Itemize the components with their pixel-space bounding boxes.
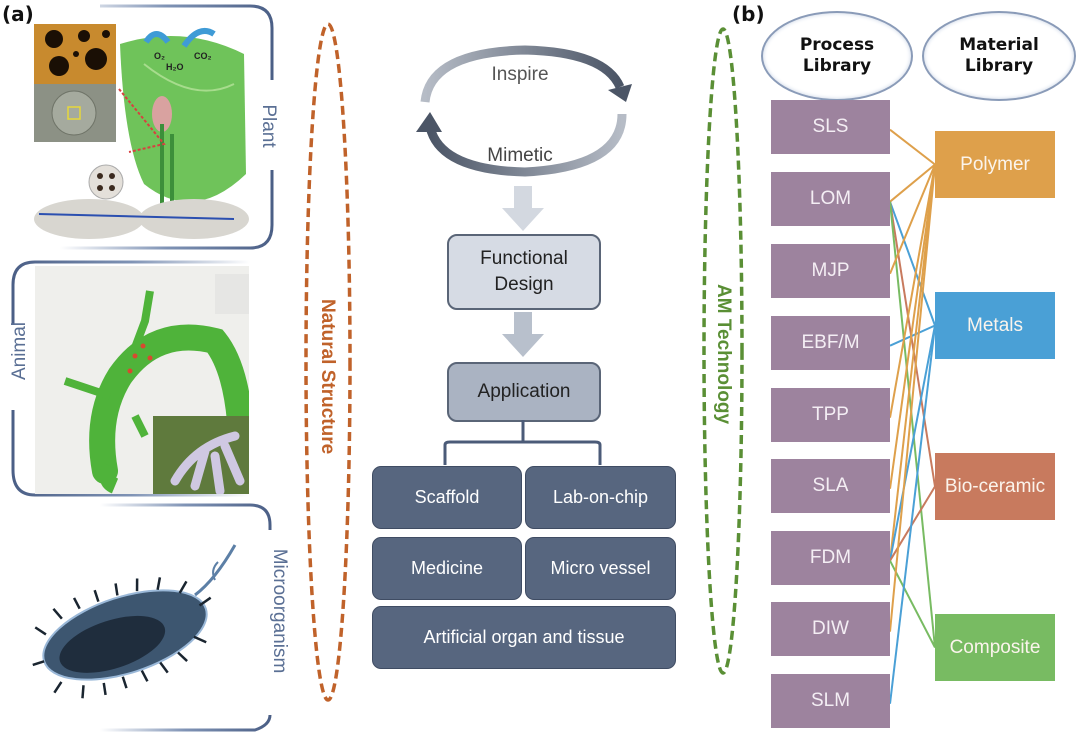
process-mjp: MJP bbox=[771, 244, 890, 298]
connection-lom-bio-ceramic bbox=[889, 201, 936, 487]
application-scaffold: Scaffold bbox=[372, 466, 522, 529]
functional-design-box: Functional Design bbox=[447, 234, 601, 310]
inspire-mimetic-cycle bbox=[416, 45, 632, 177]
connection-ebf-m-metals bbox=[889, 324, 936, 347]
microorganism-bracket bbox=[100, 503, 272, 732]
application-medicine: Medicine bbox=[372, 537, 522, 600]
gecko-illustration bbox=[35, 266, 249, 494]
process-diw: DIW bbox=[771, 602, 890, 656]
process-fdm: FDM bbox=[771, 531, 890, 585]
category-brackets bbox=[11, 4, 274, 732]
panel-a-label: (a) bbox=[2, 2, 34, 26]
process-lom: LOM bbox=[771, 172, 890, 226]
down-arrow-icon bbox=[502, 186, 544, 231]
animal-bracket bbox=[11, 260, 250, 497]
mimetic-label: Mimetic bbox=[487, 145, 553, 166]
process-tpp: TPP bbox=[771, 388, 890, 442]
process-ebf-m: EBF/M bbox=[771, 316, 890, 370]
connection-fdm-composite bbox=[889, 560, 936, 648]
svg-text:CO₂: CO₂ bbox=[194, 51, 212, 61]
connection-slm-metals bbox=[889, 325, 936, 704]
svg-text:O₂: O₂ bbox=[154, 51, 165, 61]
natural-structure-ellipse bbox=[304, 22, 352, 702]
mimetic-arrow bbox=[425, 113, 627, 177]
lotus-leaf-illustration: O₂ CO₂ H₂O bbox=[34, 24, 249, 239]
material-library-header: Material Library bbox=[922, 11, 1076, 101]
material-bio-ceramic: Bio-ceramic bbox=[935, 453, 1055, 520]
connection-sls-polymer bbox=[889, 128, 936, 166]
panel-b-label: (b) bbox=[732, 2, 765, 26]
connection-lom-polymer bbox=[889, 163, 936, 203]
bacterium-illustration bbox=[32, 544, 237, 699]
connection-fdm-metals bbox=[889, 325, 936, 561]
connection-diw-polymer bbox=[889, 164, 936, 632]
connection-sla-polymer bbox=[889, 164, 936, 489]
material-composite: Composite bbox=[935, 614, 1055, 681]
process-sls: SLS bbox=[771, 100, 890, 154]
process-slm: SLM bbox=[771, 674, 890, 728]
connection-mjp-polymer bbox=[889, 164, 936, 275]
down-arrow-icon bbox=[502, 312, 544, 357]
material-polymer: Polymer bbox=[935, 131, 1055, 198]
connection-lom-composite bbox=[889, 201, 936, 648]
svg-text:H₂O: H₂O bbox=[166, 62, 184, 72]
connection-lom-metals bbox=[889, 201, 936, 326]
plant-bracket bbox=[60, 4, 274, 250]
application-lab-on-chip: Lab-on-chip bbox=[525, 466, 676, 529]
application-micro-vessel: Micro vessel bbox=[525, 537, 676, 600]
process-sla: SLA bbox=[771, 459, 890, 513]
application-artificial-organ-and-tissue: Artificial organ and tissue bbox=[372, 606, 676, 669]
connection-fdm-polymer bbox=[889, 164, 936, 561]
material-metals: Metals bbox=[935, 292, 1055, 359]
inspire-arrow bbox=[420, 45, 625, 103]
connection-tpp-polymer bbox=[889, 164, 936, 418]
application-connector bbox=[443, 420, 602, 465]
am-technology-ellipse bbox=[702, 27, 744, 675]
inspire-label: Inspire bbox=[491, 64, 549, 85]
